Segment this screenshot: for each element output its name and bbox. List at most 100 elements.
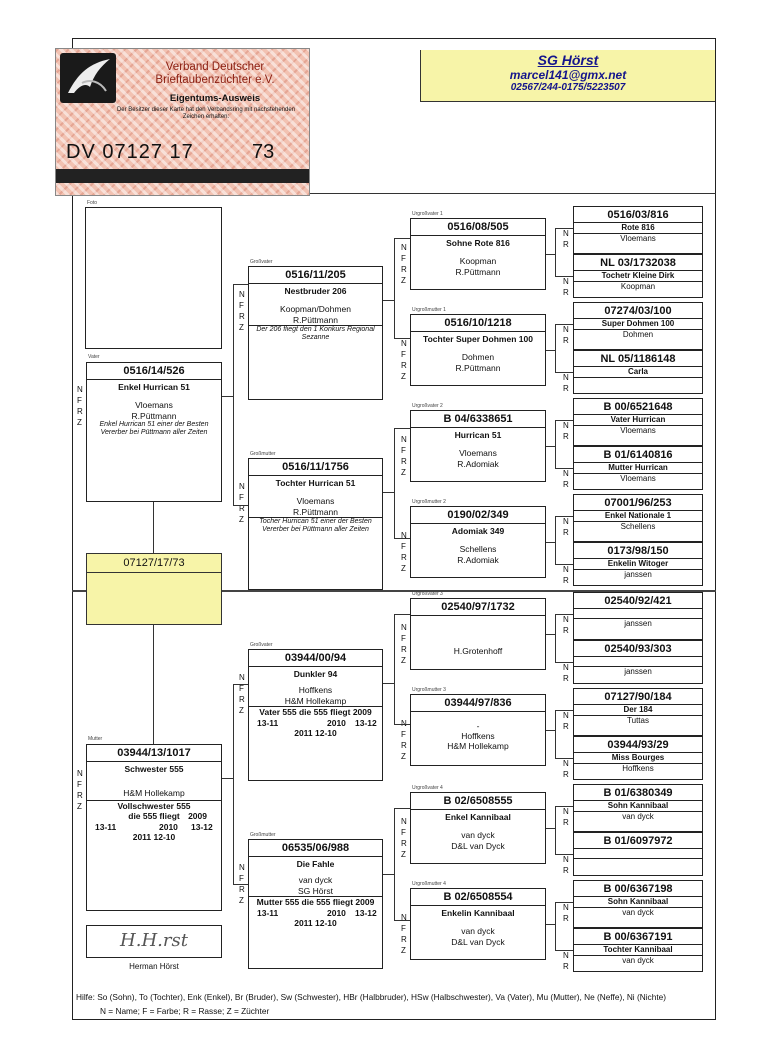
nr-letter: R <box>563 962 569 971</box>
grossmutter-2-box[interactable]: 06535/06/988 Die Fahle van dyck SG Hörst… <box>248 839 383 969</box>
subject-box[interactable]: 07127/17/73 <box>86 553 222 625</box>
half-divider <box>72 590 716 592</box>
nr-letter: N <box>563 277 569 286</box>
uur-name: Carla <box>574 366 702 377</box>
urgross-caption: Urgroßmutter 1 <box>412 307 446 313</box>
grossmutter-1-box[interactable]: 0516/11/1756 Tochter Hurrican 51 Vloeman… <box>248 458 383 590</box>
gv2-remark-2c: 13-12 <box>355 717 377 728</box>
grossvater-2-box[interactable]: 03944/00/94 Dunkler 94 Hoffkens H&M Holl… <box>248 649 383 781</box>
grossvater-1-box[interactable]: 0516/11/205 Nestbruder 206 Koopman/Dohme… <box>248 266 383 400</box>
urgross-breeder: D&L van Dyck <box>451 840 505 851</box>
nfrz-letter: N <box>401 718 409 729</box>
signature-name: Herman Hörst <box>129 962 179 971</box>
connector-line <box>546 350 556 351</box>
connector-line <box>383 300 395 301</box>
nfrz-letter: N <box>401 817 407 826</box>
mutter-remark-1: Vollschwester 555 <box>117 800 191 811</box>
nfrz-letter: Z <box>239 706 244 715</box>
signature-box: H.H.rst <box>86 925 222 958</box>
nr-letter: R <box>563 480 569 489</box>
nr-letter: N <box>563 759 569 768</box>
grossmutter-1-caption: Großmutter <box>250 451 276 457</box>
uur-box[interactable]: B 01/6097972 <box>573 832 703 876</box>
nr-letter: R <box>563 528 569 537</box>
gv1-ring: 0516/11/205 <box>249 267 382 284</box>
uur-color: van dyck <box>574 811 702 822</box>
uur-color: van dyck <box>574 955 702 966</box>
nfrz-letter: R <box>401 645 407 654</box>
urgross-breeder: R.Püttmann <box>455 266 501 277</box>
nr-letter: N <box>563 807 569 816</box>
connector-line <box>555 516 556 564</box>
vater-box[interactable]: 0516/14/526 Enkel Hurrican 51 Vloemans R… <box>86 362 222 502</box>
uur-color: Vloemans <box>574 233 702 244</box>
uur-name: Sohn Kannibaal <box>574 800 702 811</box>
mutter-remark-3b: 2010 <box>159 821 178 832</box>
mutter-name: Schwester 555 <box>124 763 184 774</box>
nfrz-letter: R <box>401 935 407 944</box>
nr-letter: N <box>563 325 569 334</box>
urgross-ring: B 02/6508554 <box>411 889 545 906</box>
urgross-color: Koopman <box>459 256 497 266</box>
urgross-ring: 0516/08/505 <box>411 219 545 236</box>
nfrz-letter: R <box>401 839 407 848</box>
connector-line <box>555 710 573 711</box>
uur-name: Miss Bourges <box>574 752 702 763</box>
nr-letter: R <box>563 770 569 779</box>
uur-color: Tuttas <box>574 715 702 726</box>
nfrz-letter: N <box>401 913 407 922</box>
connector-line <box>394 808 410 809</box>
connector-line <box>555 614 556 662</box>
urgross-breeder: R.Adomiak <box>457 458 499 469</box>
uur-name: Sohn Kannibaal <box>574 896 702 907</box>
uur-name: Tochter Kannibaal <box>574 944 702 955</box>
gv2-remark-2b: 2010 <box>327 717 346 728</box>
urgross-caption: Urgroßvater 4 <box>412 785 443 791</box>
mutter-box[interactable]: 03944/13/1017 Schwester 555 H&M Hollekam… <box>86 744 222 911</box>
nfrz-letter: Z <box>77 418 82 427</box>
mutter-remark-4: 2011 12-10 <box>132 831 176 842</box>
owner-email[interactable]: marcel141@gmx.net <box>509 68 627 82</box>
connector-line <box>546 924 556 925</box>
uur-name: Enkelin Witoger <box>574 558 702 569</box>
nfrz-letter: R <box>401 457 407 466</box>
gm2-remark-2: 13-11 <box>257 907 279 918</box>
gv2-remark-1: Vater 555 die 555 fliegt 2009 <box>259 707 372 717</box>
legend-line-2: N = Name; F = Farbe; R = Rasse; Z = Züch… <box>100 1006 270 1016</box>
mutter-ring: 03944/13/1017 <box>87 745 221 762</box>
card-strip <box>56 169 309 183</box>
connector-line <box>555 902 573 903</box>
uur-name: Super Dohmen 100 <box>574 318 702 329</box>
nfrz-letter: F <box>401 634 406 643</box>
nr-letter: R <box>563 288 569 297</box>
connector-line <box>153 625 154 744</box>
